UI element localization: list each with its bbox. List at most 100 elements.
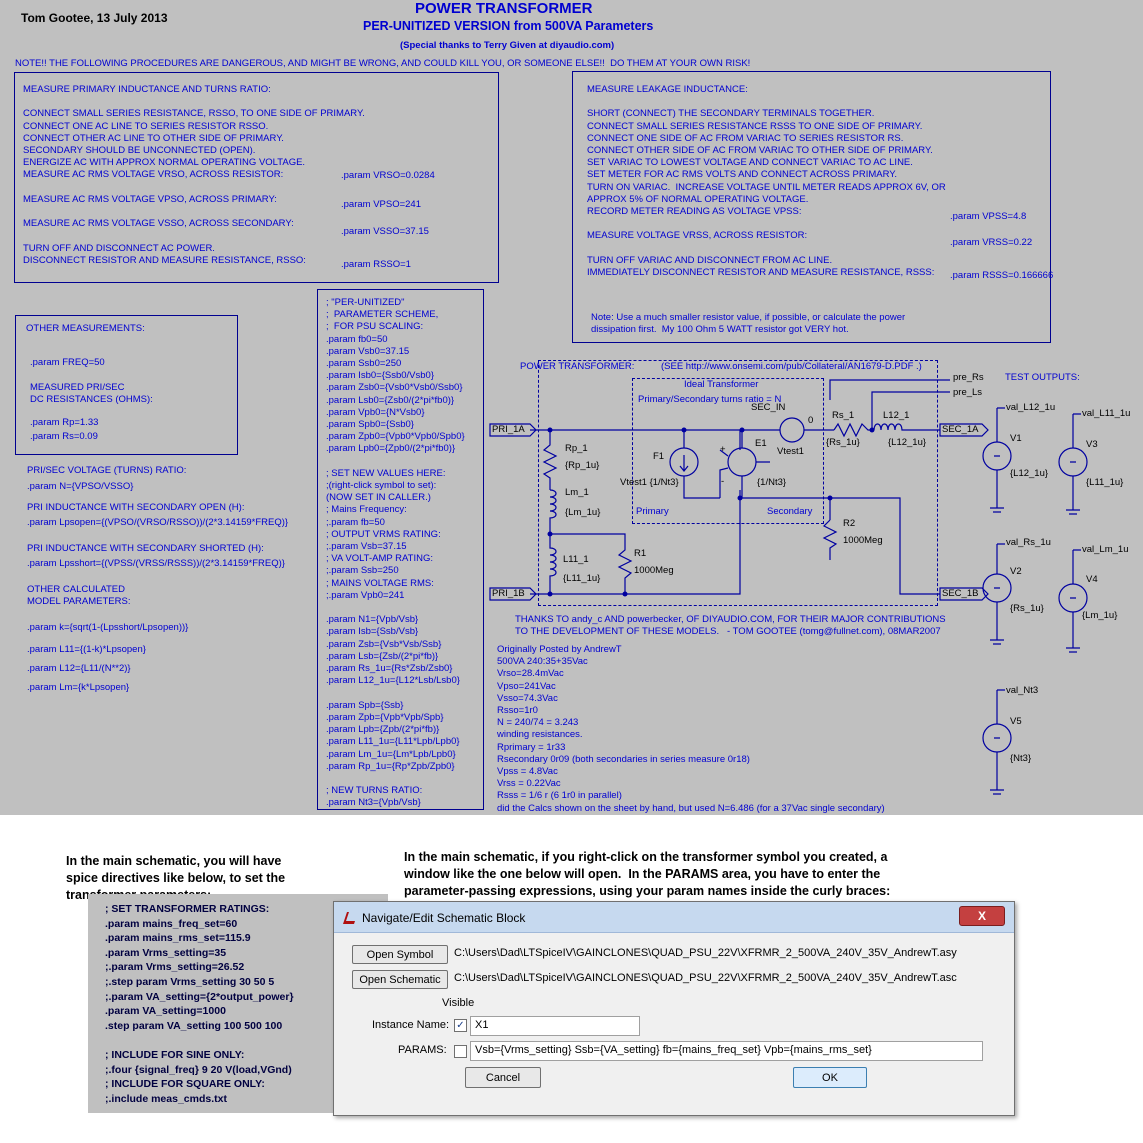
e1-value: {1/Nt3}	[757, 477, 787, 488]
flag-sec1b	[939, 587, 989, 601]
open-schematic-button[interactable]: Open Schematic	[352, 970, 448, 989]
credits-thanks: THANKS TO andy_c AND powerbecker, OF DIY…	[515, 614, 946, 638]
param-rp: .param Rp=1.33	[30, 417, 99, 428]
schematic-path: C:\Users\Dad\LTSpiceIV\GAINCLONES\QUAD_P…	[454, 972, 957, 984]
params-visible-checkbox[interactable]	[454, 1045, 467, 1058]
turns-ratio-label: Primary/Secondary turns ratio = N	[638, 394, 782, 405]
e1-plus: +	[720, 444, 726, 455]
l121-value: {L12_1u}	[888, 437, 927, 448]
flag-pri1b-label: PRI_1B	[492, 588, 525, 599]
r2-label: R2	[843, 518, 856, 529]
symbol-path: C:\Users\Dad\LTSpiceIV\GAINCLONES\QUAD_P…	[454, 947, 957, 959]
open-symbol-button[interactable]: Open Symbol	[352, 945, 448, 964]
lm1-value: {Lm_1u}	[565, 507, 601, 518]
instance-visible-checkbox[interactable]: ✓	[454, 1019, 467, 1032]
param-rsss: .param RSSS=0.166666	[950, 270, 1054, 281]
power-transformer-boundary	[538, 360, 938, 606]
flag-sec1a	[939, 423, 989, 437]
andrewt-post: Originally Posted by AndrewT 500VA 240:3…	[497, 644, 885, 814]
param-vsso: .param VSSO=37.15	[341, 226, 429, 237]
spice-directives: ; SET TRANSFORMER RATINGS: .param mains_…	[105, 903, 294, 1105]
v2-label: V2	[1010, 566, 1022, 577]
param-lm: .param Lm={k*Lpsopen}	[27, 682, 130, 693]
thanks-line: (Special thanks to Terry Given at diyaud…	[400, 40, 615, 51]
wire-pri-bottom	[530, 490, 741, 595]
r1-value: 1000Meg	[634, 565, 674, 576]
source-signs	[994, 455, 1076, 739]
instance-name-input[interactable]: X1	[470, 1016, 640, 1036]
param-rsso: .param RSSO=1	[341, 259, 411, 270]
wire-f1	[679, 430, 720, 499]
v5-label: V5	[1010, 716, 1022, 727]
rp1-label: Rp_1	[565, 443, 588, 454]
wire-e1	[719, 449, 831, 520]
primary-measure-box	[14, 72, 499, 283]
r1-label: R1	[634, 548, 647, 559]
instance-name-label: Instance Name:	[372, 1019, 450, 1031]
pre-ls-label: pre_Ls	[953, 387, 983, 398]
other-measurements-box	[15, 315, 238, 455]
ok-button[interactable]: OK	[793, 1067, 867, 1088]
wire-v4	[1066, 549, 1081, 653]
resistor-rs1	[833, 422, 874, 438]
source-v2	[982, 573, 1012, 603]
param-l11: .param L11={(1-k)*Lpsopen}	[27, 644, 146, 655]
pt-label: POWER TRANSFORMER:	[520, 361, 635, 372]
param-lpsopen: .param Lpsopen={(VPSO/(VRSO/RSSO))/(2*3.…	[27, 517, 289, 528]
resistor-r2	[822, 519, 838, 560]
visible-header: Visible	[442, 997, 475, 1009]
warning-line: NOTE!! THE FOLLOWING PROCEDURES ARE DANG…	[15, 58, 751, 69]
close-button[interactable]: X	[959, 906, 1005, 926]
navigate-edit-dialog[interactable]: Navigate/Edit Schematic Block X Open Sym…	[333, 901, 1015, 1116]
l111-value: {L11_1u}	[563, 573, 601, 584]
v5-value: {Nt3}	[1010, 753, 1032, 764]
primary-procedure: MEASURE PRIMARY INDUCTANCE AND TURNS RAT…	[23, 84, 365, 266]
leakage-measure-box	[572, 71, 1051, 343]
param-lpsshort: .param Lpsshort={(VPSS/(VRSS/RSSS))/(2*3…	[27, 558, 285, 569]
param-vrss: .param VRSS=0.22	[950, 237, 1033, 248]
wire-v5	[990, 689, 1005, 795]
wire-sec-bottom	[830, 497, 940, 595]
schematic-wires	[489, 379, 1088, 795]
cancel-button[interactable]: Cancel	[465, 1067, 541, 1088]
param-rs: .param Rs=0.09	[30, 431, 98, 442]
inductor-l121	[873, 423, 940, 431]
params-input[interactable]: Vsb={Vrms_setting} Ssb={VA_setting} fb={…	[470, 1041, 983, 1061]
val-nt3-label: val_Nt3	[1006, 685, 1039, 696]
param-vrso: .param VRSO=0.0284	[341, 170, 435, 181]
v4-value: {Lm_1u}	[1082, 610, 1118, 621]
flag-sec1b-label: SEC_1B	[942, 588, 979, 599]
v4-label: V4	[1086, 574, 1098, 585]
e1-label: E1	[755, 438, 767, 449]
dialog-title: Navigate/Edit Schematic Block	[362, 911, 526, 925]
val-rs-label: val_Rs_1u	[1006, 537, 1051, 548]
app-note-link: (SEE http://www.onsemi.com/pub/Collatera…	[661, 361, 922, 372]
ltspice-logo-icon	[343, 912, 355, 924]
dialog-title-bar[interactable]: Navigate/Edit Schematic Block X	[334, 902, 1014, 933]
lm1-label: Lm_1	[565, 487, 589, 498]
param-freq: .param FREQ=50	[30, 357, 105, 368]
flag-pri1a-label: PRI_1A	[492, 424, 525, 435]
f1-value: Vtest1 {1/Nt3}	[620, 477, 679, 488]
ideal-transformer-boundary	[632, 378, 824, 524]
flag-sec1a-label: SEC_1A	[942, 424, 979, 435]
v3-label: V3	[1086, 439, 1098, 450]
source-v4	[1058, 583, 1088, 613]
wire-pre-taps	[829, 379, 950, 430]
params-label: PARAMS:	[398, 1044, 447, 1056]
vtest1-label: Vtest1	[777, 446, 804, 457]
secondary-side-label: Secondary	[767, 506, 813, 517]
wire-v2	[990, 543, 1005, 645]
param-k: .param k={sqrt(1-(Lpsshort/Lpsopen))}	[27, 622, 189, 633]
resistor-r1	[550, 533, 633, 594]
e1-minus: -	[721, 476, 725, 487]
turns-ratio-title: PRI/SEC VOLTAGE (TURNS) RATIO:	[27, 465, 187, 476]
other-measurements-title: OTHER MEASUREMENTS:	[26, 323, 145, 334]
inductor-lm1	[549, 489, 557, 534]
author-date: Tom Gootee, 13 July 2013	[21, 11, 168, 25]
schematic-canvas[interactable]: Tom Gootee, 13 July 2013 POWER TRANSFORM…	[0, 0, 1143, 815]
wire-v3	[1066, 413, 1081, 515]
flag-pri1a	[489, 423, 537, 437]
v2-value: {Rs_1u}	[1010, 603, 1044, 614]
val-lm-label: val_Lm_1u	[1082, 544, 1129, 555]
